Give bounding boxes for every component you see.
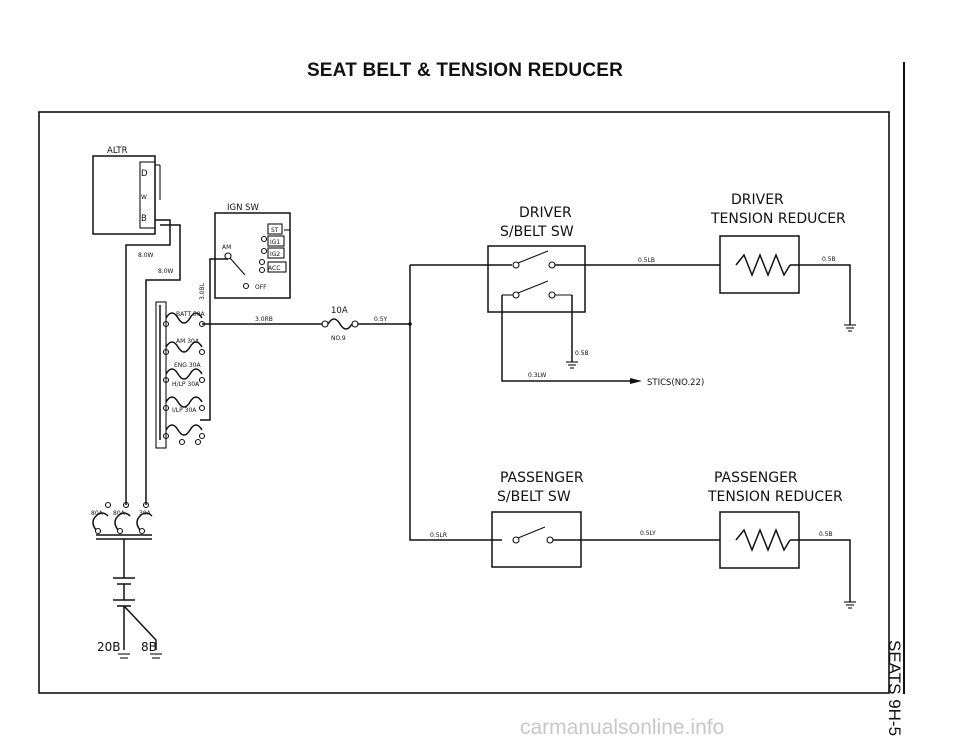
pass-sw-line2: S/BELT SW bbox=[497, 489, 571, 505]
wire-0-3lw: 0.3LW bbox=[528, 372, 546, 379]
pass-tr-line1: PASSENGER bbox=[714, 470, 798, 486]
batt-link-1: 80A bbox=[91, 510, 104, 517]
ign-pos-acc: ACC bbox=[268, 265, 280, 272]
pass-tr-line2: TENSION REDUCER bbox=[707, 489, 843, 505]
alternator: ALTR D W B bbox=[92, 146, 161, 235]
alternator-label: ALTR bbox=[107, 146, 128, 156]
alt-terminal-w: W bbox=[141, 194, 147, 201]
fl-eng: ENG 30A bbox=[174, 362, 201, 369]
driver-seatbelt-switch: DRIVER S/BELT SW bbox=[487, 205, 586, 313]
wire-3-0rb: 3.0RB bbox=[255, 316, 273, 323]
alt-terminal-d: D bbox=[141, 169, 148, 179]
passenger-tension-reducer: PASSENGER TENSION REDUCER bbox=[707, 470, 843, 569]
passenger-seatbelt-switch: PASSENGER S/BELT SW bbox=[491, 470, 584, 568]
wire-8-0w-b: 8.0W bbox=[158, 268, 174, 275]
wire-0-5b-sw: 0.5B bbox=[575, 350, 589, 357]
ign-pos-st: ST bbox=[271, 227, 279, 234]
ign-pos-ig2: IG2 bbox=[270, 251, 280, 258]
fl-batt: BATT 50A bbox=[176, 311, 206, 318]
driver-sw-line2: S/BELT SW bbox=[500, 224, 574, 240]
battery-fusible-links: 80A 80A 30A bbox=[91, 501, 153, 540]
battery bbox=[113, 539, 157, 650]
page-title: SEAT BELT & TENSION REDUCER bbox=[306, 60, 624, 81]
wire-0-5y: 0.5Y bbox=[374, 316, 388, 323]
batt-link-2: 80A bbox=[113, 510, 126, 517]
ign-sw-label: IGN SW bbox=[227, 203, 260, 213]
ground-20b: 20B bbox=[97, 640, 121, 654]
fuse-rating: 10A bbox=[331, 306, 348, 316]
wire-0-5lr: 0.5LR bbox=[430, 532, 447, 539]
wire-0-5ly: 0.5LY bbox=[640, 530, 656, 537]
fusible-link-block: BATT 50A AM 30A ENG 30A H/LP 30A I/LP 30… bbox=[155, 301, 206, 449]
driver-tension-reducer: DRIVER TENSION REDUCER bbox=[710, 192, 846, 294]
fl-am: AM 30A bbox=[176, 338, 200, 345]
wire-0-5b-drv: 0.5B bbox=[822, 256, 836, 263]
wire-8-0w-a: 8.0W bbox=[138, 252, 154, 259]
fl-hlp: H/LP 30A bbox=[172, 381, 200, 388]
batt-link-3: 30A bbox=[139, 510, 152, 517]
stics-label: STICS(NO.22) bbox=[647, 378, 704, 388]
ground-8b: 8B bbox=[141, 640, 157, 654]
wire-3-0bl: 3.0BL bbox=[199, 282, 206, 300]
driver-tr-line2: TENSION REDUCER bbox=[710, 211, 846, 227]
watermark: carmanualsonline.info bbox=[520, 716, 725, 739]
ign-pos-am: AM bbox=[222, 244, 231, 251]
alt-terminal-b: B bbox=[141, 214, 147, 224]
fuse-number: NO.9 bbox=[331, 335, 346, 342]
wire-0-5b-pass: 0.5B bbox=[819, 531, 833, 538]
ign-pos-off: OFF bbox=[255, 284, 267, 291]
ign-switch: IGN SW ST IG1 IG2 ACC OFF AM bbox=[214, 203, 291, 299]
ign-pos-ig1: IG1 bbox=[270, 239, 280, 246]
driver-tr-line1: DRIVER bbox=[731, 192, 784, 208]
fl-ilp: I/LP 30A bbox=[172, 407, 197, 414]
side-rule bbox=[903, 62, 905, 694]
diagram-frame bbox=[38, 111, 890, 694]
wire-0-5lb: 0.5LB bbox=[638, 257, 655, 264]
driver-sw-line1: DRIVER bbox=[519, 205, 572, 221]
fuse-no9: 10A NO.9 bbox=[321, 306, 359, 342]
pass-sw-line1: PASSENGER bbox=[500, 470, 584, 486]
